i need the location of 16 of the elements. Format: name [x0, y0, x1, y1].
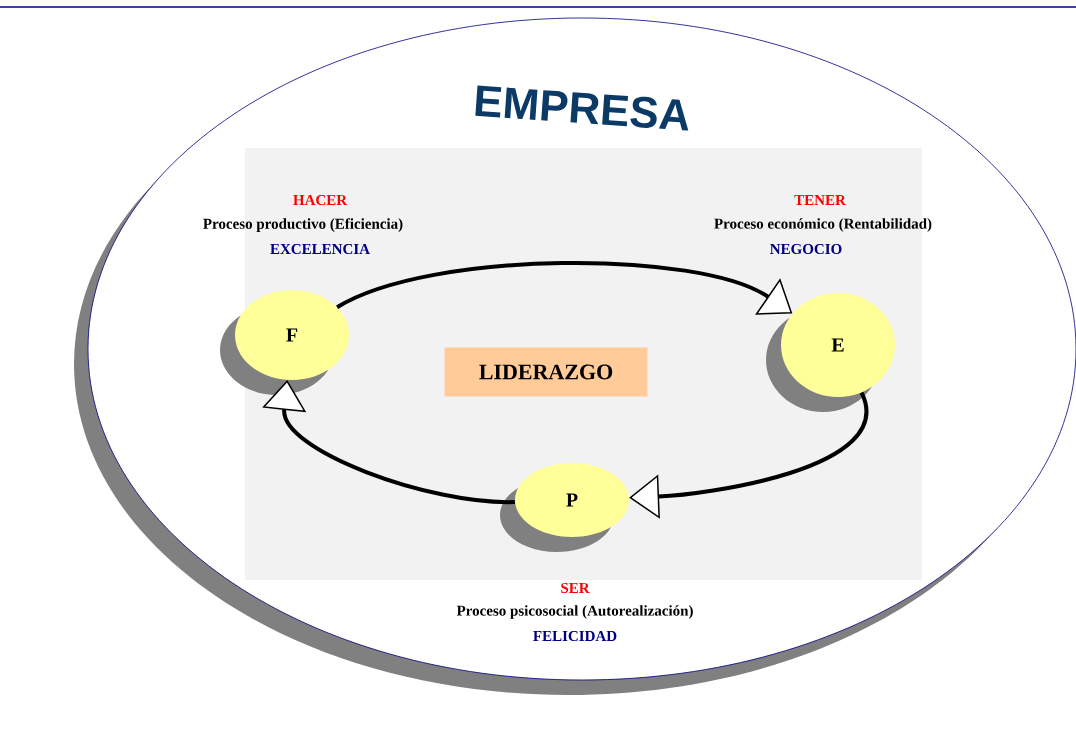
caption-text: Proceso psicosocial (Autorealización) — [456, 605, 693, 619]
caption-text: Proceso productivo (Eficiencia) — [203, 218, 403, 232]
circle-node: P — [500, 463, 629, 552]
caption-text: EXCELENCIA — [270, 243, 370, 255]
caption-text: SER — [561, 582, 590, 594]
caption-text: FELICIDAD — [533, 630, 617, 642]
arrow — [629, 392, 869, 519]
caption-text: TENER — [794, 195, 846, 205]
arrow — [336, 261, 793, 315]
caption-text: Proceso económico (Rentabilidad) — [714, 218, 932, 232]
arrow — [262, 380, 515, 504]
label-box: LIDERAZGO — [444, 347, 648, 397]
caption-text: HACER — [293, 194, 348, 206]
caption-text: NEGOCIO — [770, 243, 842, 255]
circle-node: E — [766, 293, 895, 412]
circle-node: F — [220, 290, 349, 395]
